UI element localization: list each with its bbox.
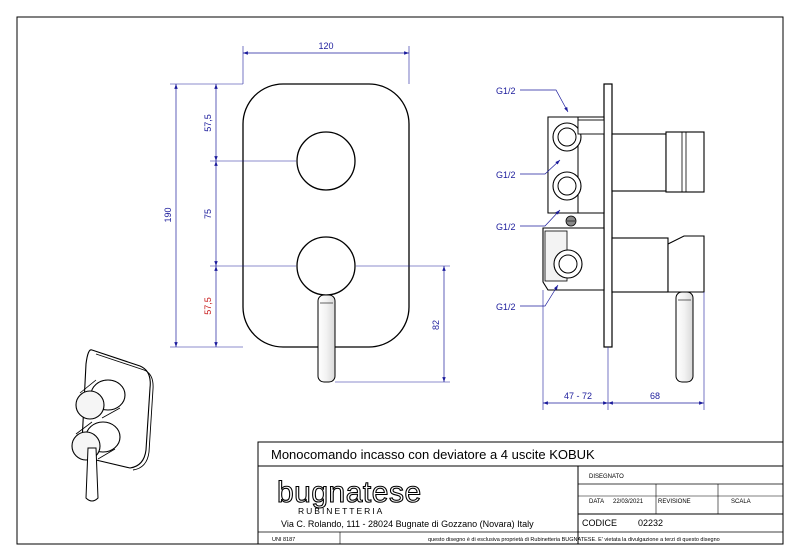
dim-top-text: 57,5 [203,114,213,132]
side-view: G1/2 G1/2 G1/2 G1/2 47 - 72 68 [496,83,705,410]
dim-bottom-text: 57,5 [203,297,213,315]
company-address: Via C. Rolando, 111 - 28024 Bugnate di G… [281,519,534,529]
title-block: Monocomando incasso con deviatore a 4 us… [257,441,784,545]
norm-label: UNI 8187 [272,537,295,543]
diverter-knob [296,131,356,191]
dim-width-text: 120 [318,41,333,51]
dim-height-text: 190 [163,207,173,222]
scala-label: SCALA [731,499,751,505]
thread-label-3: G1/2 [496,222,516,232]
codice-value: 02232 [638,518,663,528]
dim-protrusion-text: 68 [650,391,660,401]
disegnato-label: DISEGNATO [589,474,624,480]
mixer-lever [317,294,336,383]
drawing-title: Monocomando incasso con deviatore a 4 us… [271,447,595,462]
data-value: 22/03/2021 [613,499,644,505]
dim-lever-text: 82 [431,320,441,330]
side-mixer-lever [675,291,694,383]
thread-label-4: G1/2 [496,302,516,312]
data-label: DATA [589,499,604,505]
thread-label-2: G1/2 [496,170,516,180]
revisione-label: REVISIONE [658,499,691,505]
brand-subtitle: RUBINETTERIA [298,506,384,516]
side-diverter-knob [611,133,667,192]
isometric-view [71,349,154,502]
codice-label: CODICE [582,518,617,528]
mixer-knob [296,236,356,296]
dim-spacing-text: 75 [203,209,213,219]
side-cover-plate [603,83,613,348]
thread-label-1: G1/2 [496,86,516,96]
side-mixer-knob [611,237,669,293]
front-view: 120 190 57,5 75 57,5 82 [163,41,450,383]
ownership-note: questo disegno è di esclusiva proprietà … [428,537,720,543]
dim-depth-text: 47 - 72 [564,391,592,401]
brand-logo: bugnatese [277,476,422,509]
